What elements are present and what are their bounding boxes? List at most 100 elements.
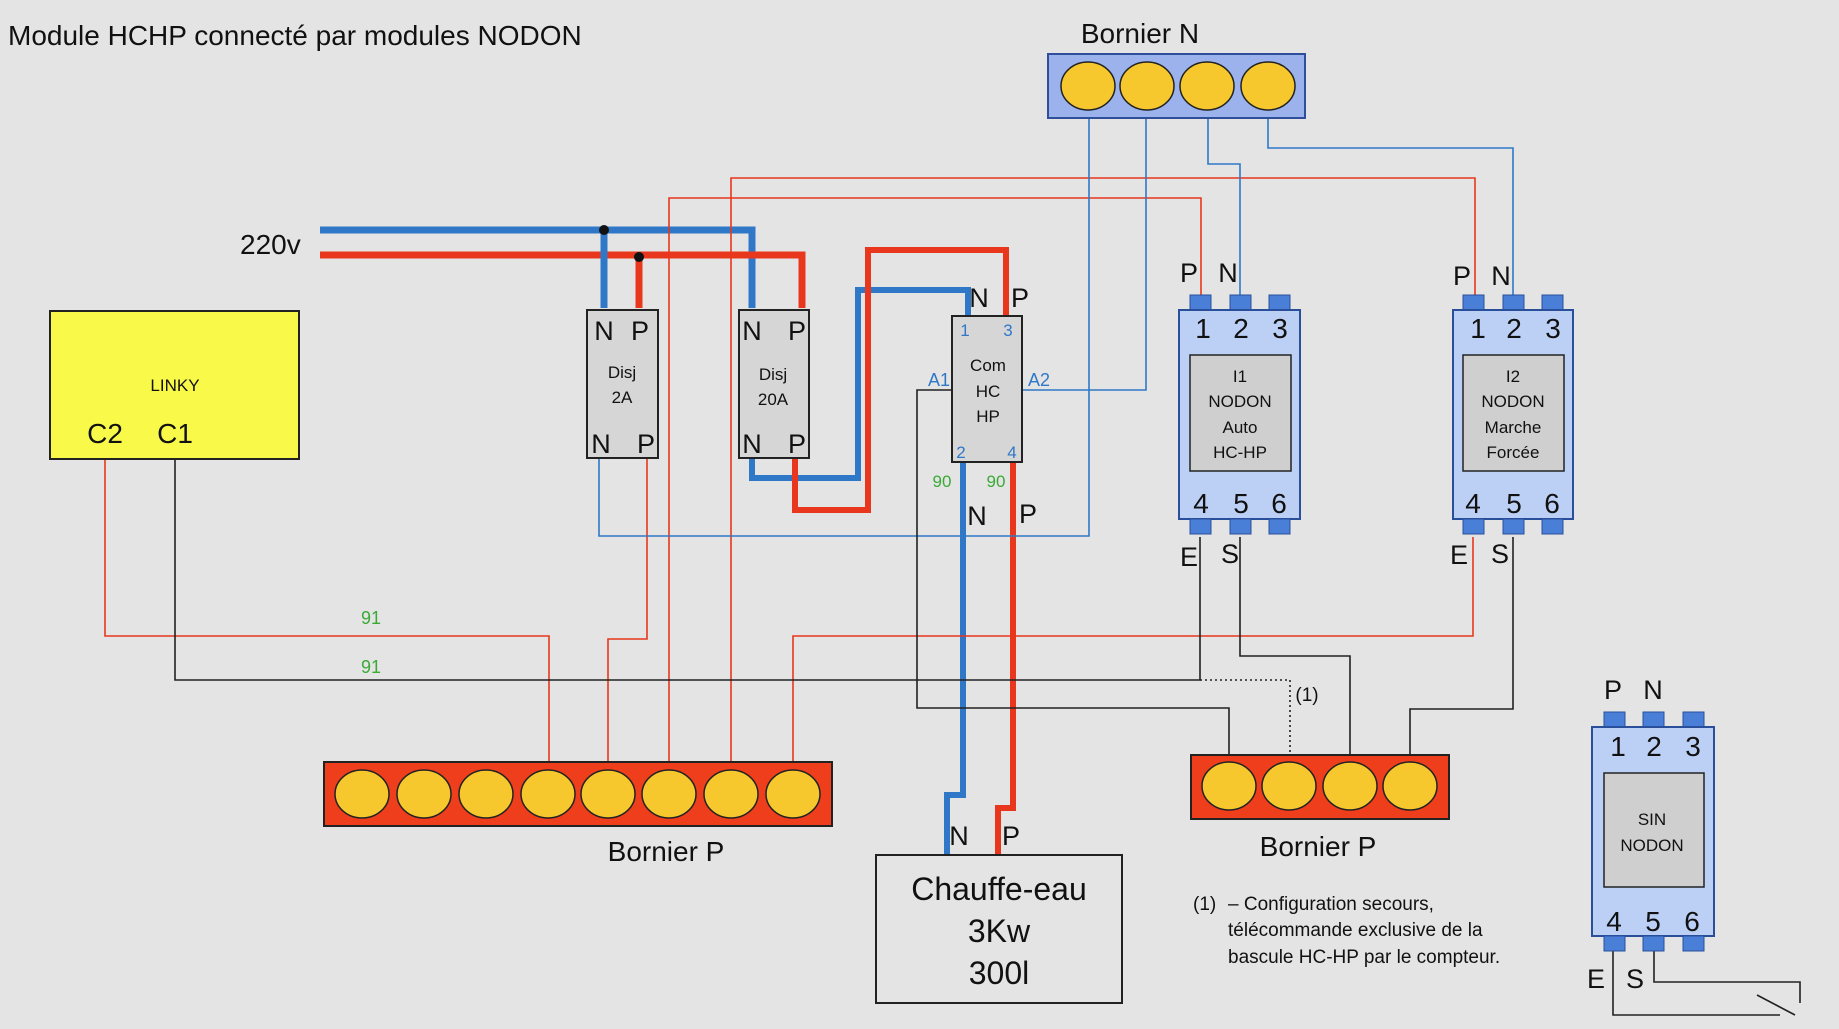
heater-line2: 3Kw: [968, 913, 1031, 949]
module-top-pin: [1603, 711, 1626, 728]
disj20-to-contactor-phase: [792, 247, 1009, 513]
module-bottom-pin: [1189, 518, 1212, 535]
terminal-6-label: 6: [1271, 488, 1287, 519]
bornier-p-secondary-label: Bornier P: [1260, 831, 1377, 862]
nodon1-s-wire: [1239, 537, 1351, 755]
breaker-20a-line2: 20A: [758, 390, 789, 409]
footnote-line2: télécommande exclusive de la: [1228, 920, 1483, 941]
contactor-a1-wire: [916, 389, 1230, 755]
nodon1-line2: NODON: [1208, 392, 1271, 411]
supply-wires: 220v: [240, 225, 806, 308]
module-bottom-pin: [1229, 518, 1252, 535]
nodon2-e-label: E: [1450, 540, 1468, 570]
contactor-terminal-3: 3: [1003, 321, 1012, 340]
contactor-line1: Com: [970, 356, 1006, 375]
contactor-a1-label: A1: [928, 370, 950, 390]
nodon1-p-label: P: [1180, 258, 1198, 288]
contactor-a2-to-bornier-n: [1021, 118, 1147, 391]
nodon1-line4: HC-HP: [1213, 443, 1267, 462]
nodon3-line1: SIN: [1638, 810, 1666, 829]
terminal-4-label: 4: [1465, 488, 1481, 519]
breaker-20a-body: [738, 309, 810, 459]
bornier-p-terminal: [334, 769, 390, 819]
nodon-module-i2: P N 1 2 3 I2 NODON Marche Forcée 4 5 6 E…: [1450, 261, 1574, 570]
module-bottom-pin: [1462, 518, 1485, 535]
junction-dot: [634, 252, 644, 262]
supply-label: 220v: [240, 229, 301, 260]
terminal-2-label: 2: [1506, 313, 1522, 344]
water-heater: N P Chauffe-eau 3Kw 300l: [875, 821, 1123, 1004]
module-bottom-pin: [1502, 518, 1525, 535]
module-top-pin: [1229, 294, 1252, 311]
footnote-line1: – Configuration secours,: [1228, 894, 1434, 915]
contactor-n-bottom: N: [967, 501, 987, 531]
nodon3-s-wire: [1653, 950, 1801, 1003]
contactor-p-top: P: [1011, 283, 1029, 313]
wire-90-right: 90: [987, 472, 1006, 491]
linky-label: LINKY: [150, 376, 199, 395]
terminal-2-label: 2: [1233, 313, 1249, 344]
nodon2-out-to-bornier: [792, 537, 1474, 762]
module-top-pin: [1541, 294, 1564, 311]
breaker-20a: N P Disj 20A N P: [738, 309, 810, 459]
secours-dotted-wire: [1200, 679, 1291, 755]
contactor-p-bottom: P: [1019, 499, 1037, 529]
contactor-terminal-1: 1: [960, 321, 969, 340]
supply-neutral-wire: [320, 226, 756, 308]
secours-marker: (1): [1295, 685, 1318, 706]
bornier-p-terminal: [1201, 761, 1257, 811]
nodon3-s-label: S: [1626, 964, 1644, 994]
heater-p-label: P: [1002, 821, 1020, 851]
breaker-2a-body: [586, 309, 659, 459]
bornier-to-nodon2-phase: [730, 177, 1476, 762]
bornier-p-terminal: [765, 769, 821, 819]
module-label-panel: [1189, 354, 1292, 472]
breaker-20a-n-top: N: [742, 316, 762, 346]
bornier-p-terminal: [1261, 761, 1317, 811]
bornier-p-terminal: [1322, 761, 1378, 811]
linky-c2-label: C2: [87, 418, 123, 449]
nodon1-line3: Auto: [1223, 418, 1258, 437]
linky-c1-label: C1: [157, 418, 193, 449]
contactor-to-heater-phase: [995, 463, 1016, 855]
nodon-module-i1: P N 1 2 3 I1 NODON Auto HC-HP 4 5 6 E S: [1178, 258, 1301, 572]
thin-black-wires: [174, 389, 1801, 1016]
nodon2-s-label: S: [1491, 539, 1509, 569]
bornier-n-to-nodon1: [1207, 118, 1241, 300]
terminal-1-label: 1: [1470, 313, 1486, 344]
nodon2-line4: Forcée: [1487, 443, 1540, 462]
heater-n-label: N: [949, 821, 969, 851]
footnote: (1) – Configuration secours, télécommand…: [1193, 894, 1500, 968]
breaker-20a-line1: Disj: [759, 365, 787, 384]
nodon-module-sin: P N 1 2 3 SIN NODON 4 5 6 E S: [1587, 675, 1715, 994]
linky-c2-wire: [104, 460, 550, 762]
wire-90-left: 90: [933, 472, 952, 491]
bornier-p-main-label: Bornier P: [608, 836, 725, 867]
module-top-pin: [1189, 294, 1212, 311]
breaker-20a-n-bottom: N: [742, 429, 762, 459]
disj20-to-contactor-neutral: [749, 287, 971, 481]
breaker-2a-p-bottom: P: [637, 429, 655, 459]
nodon2-p-label: P: [1453, 261, 1471, 291]
breaker-2a-n-top: N: [594, 316, 614, 346]
contactor-line3: HP: [976, 407, 1000, 426]
disj2-phase-to-bornier: [607, 445, 648, 762]
breaker-2a-line1: Disj: [608, 363, 636, 382]
nodon2-line3: Marche: [1485, 418, 1542, 437]
bornier-p-terminal: [458, 769, 514, 819]
contactor-to-heater-neutral: [944, 463, 966, 855]
contactor-line2: HC: [976, 382, 1001, 401]
bornier-p-terminal: [641, 769, 697, 819]
breaker-20a-p-bottom: P: [788, 429, 806, 459]
terminal-5-label: 5: [1645, 906, 1661, 937]
terminal-3-label: 3: [1545, 313, 1561, 344]
module-bottom-pin: [1682, 935, 1705, 952]
thin-red-wires: [104, 177, 1476, 762]
terminal-6-label: 6: [1684, 906, 1700, 937]
thin-blue-wires: [598, 118, 1514, 537]
contactor-terminal-2: 2: [956, 443, 965, 462]
nodon2-s-wire: [1409, 537, 1514, 755]
module-label-panel: [1603, 772, 1705, 888]
wire-91-black-label: 91: [361, 657, 381, 677]
